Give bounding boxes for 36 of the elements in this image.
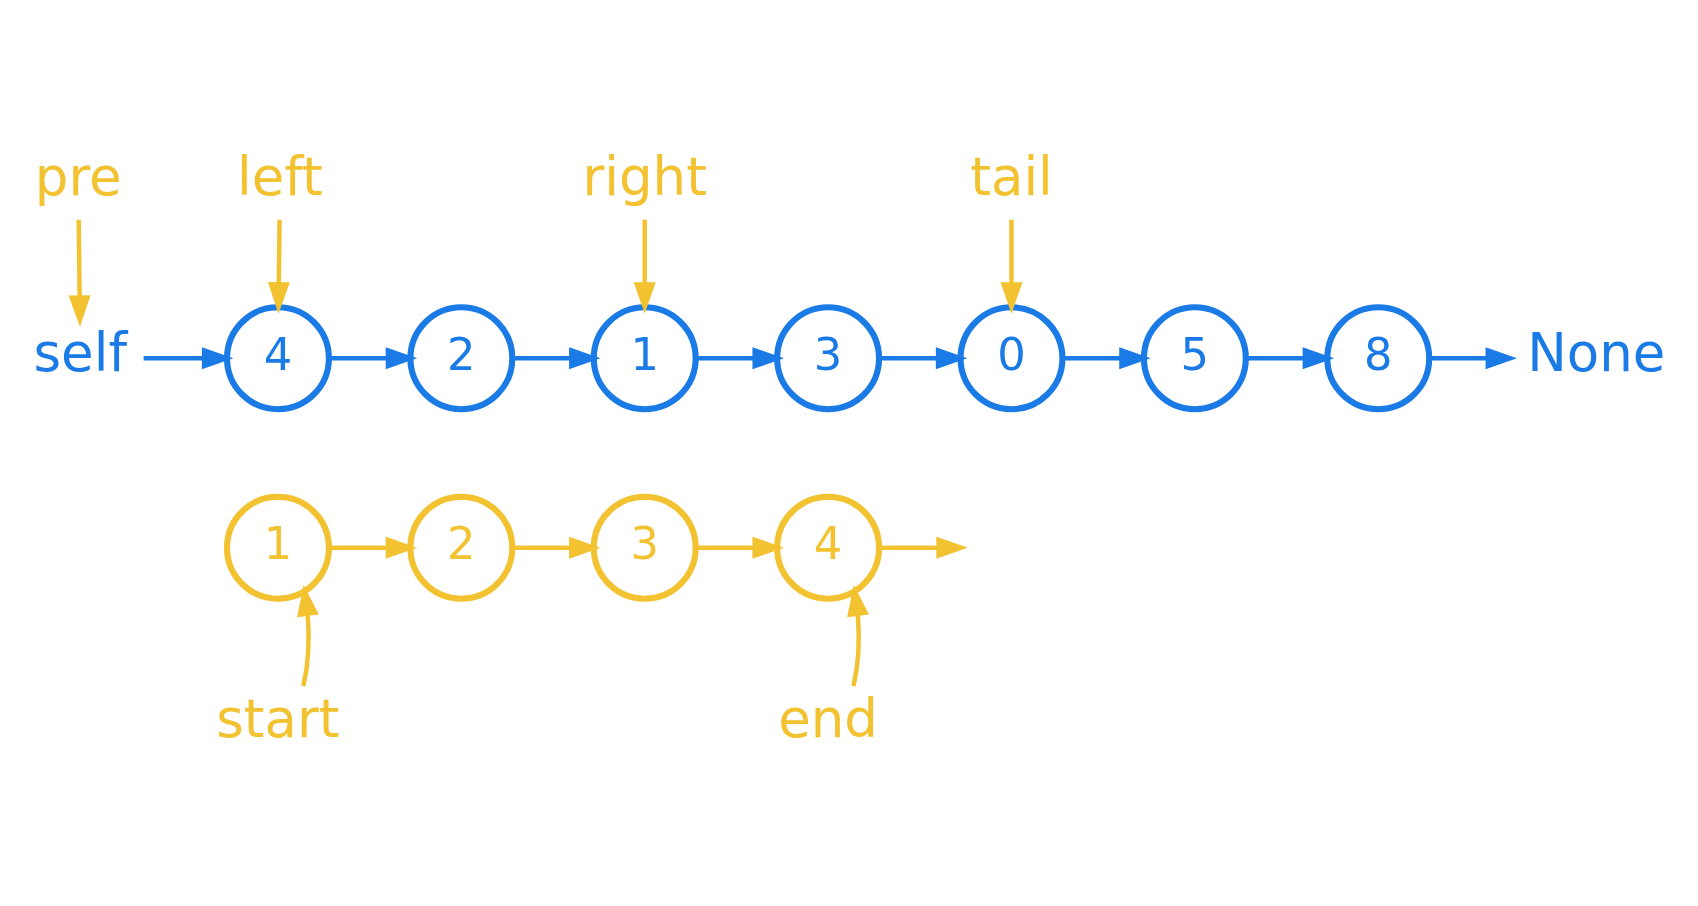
node-text: tail <box>969 145 1053 207</box>
node-text: left <box>236 145 323 207</box>
node-circle: 8 <box>1323 304 1432 413</box>
arrow <box>695 536 784 559</box>
arrow <box>1245 347 1334 370</box>
arrow <box>329 536 417 559</box>
node-circle: 2 <box>406 304 515 413</box>
node-text: self <box>33 322 127 384</box>
arrow <box>879 347 967 370</box>
arrow <box>695 347 784 370</box>
arrow <box>68 219 91 327</box>
node-text: start <box>215 687 340 749</box>
node-text: pre <box>34 145 122 207</box>
arrow <box>1000 219 1022 314</box>
arrow <box>1062 347 1151 370</box>
arrow <box>846 584 869 687</box>
node-text: right <box>581 145 707 207</box>
node-text: None <box>1526 322 1665 384</box>
node-text: end <box>777 687 878 749</box>
node-circle: 4 <box>773 493 882 602</box>
node-circle: 2 <box>406 493 515 602</box>
node-circle: 1 <box>590 304 699 413</box>
arrow <box>512 347 600 370</box>
arrow <box>512 536 600 559</box>
node-circle: 5 <box>1140 304 1249 413</box>
arrow <box>267 219 290 314</box>
arrow <box>296 584 319 687</box>
node-circle: 3 <box>590 493 699 602</box>
node-circle: 3 <box>773 304 882 413</box>
node-circle: 0 <box>957 304 1065 413</box>
node-circle: 1 <box>223 493 332 602</box>
arrow <box>143 347 233 370</box>
arrow <box>879 536 968 559</box>
arrow <box>633 219 656 314</box>
arrow <box>329 347 417 370</box>
node-circle: 4 <box>223 304 332 413</box>
